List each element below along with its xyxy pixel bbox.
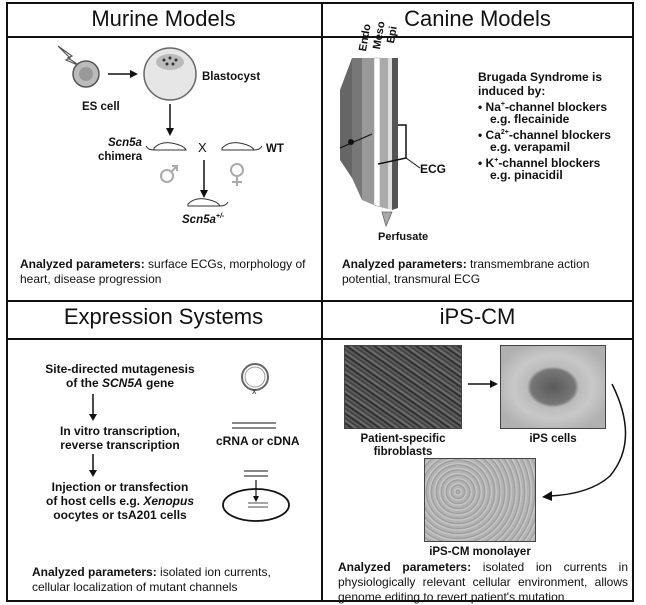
wt-mouse-icon: [221, 142, 263, 151]
monolayer-photo: [424, 458, 536, 542]
crna-label: cRNA or cDNA: [216, 434, 300, 448]
figure-grid: [6, 2, 634, 602]
blocker-ca: • Ca2+-channel blockers: [478, 128, 611, 142]
male-symbol-icon: [160, 165, 178, 183]
arrow-down-icon: [89, 414, 97, 421]
arrow-down-icon: [166, 128, 174, 136]
step1-line1: Site-directed mutagenesis: [45, 362, 195, 376]
ips-cells-photo: [500, 345, 606, 429]
offspring-label: Scn5a+/-: [182, 213, 225, 226]
middle-divider: [8, 300, 632, 302]
arrow-down-icon: [200, 190, 208, 198]
expression-title: Expression Systems: [63, 304, 264, 329]
tissue-wedge: [352, 58, 362, 200]
wt-label: WT: [266, 143, 284, 155]
svg-text:x: x: [252, 386, 257, 396]
fibroblast-label-1: Patient-specific: [360, 433, 446, 445]
cross-symbol: X: [198, 140, 207, 155]
bottom-title-divider: [8, 338, 632, 340]
offspring-mouse-icon: [187, 198, 229, 207]
murine-title: Murine Models: [91, 6, 236, 31]
step3-line3: oocytes or tsA201 cells: [53, 508, 187, 522]
fibroblast-photo: [344, 345, 462, 429]
arrow-left-icon: [542, 491, 552, 501]
chimera-mouse-icon: [145, 142, 187, 151]
monolayer-label: iPS-CM monolayer: [429, 546, 531, 558]
ecg-label: ECG: [420, 162, 447, 176]
oocyte-icon: [222, 488, 290, 522]
blocker-k-example: e.g. pinacidil: [490, 168, 563, 182]
perfusate-label: Perfusate: [378, 231, 429, 243]
chimera-gene-label: Scn5a: [108, 137, 142, 149]
step2-line2: reverse transcription: [60, 438, 180, 452]
ipscm-params: Analyzed parameters: isolated ion curren…: [338, 560, 628, 604]
blocker-ca-example: e.g. verapamil: [490, 140, 571, 154]
vertical-divider: [321, 4, 323, 600]
canine-title: Canine Models: [404, 6, 551, 31]
canine-wedge-diagram: [339, 57, 421, 228]
step3-line1: Injection or transfection: [51, 480, 189, 494]
arrow-right-icon: [130, 70, 138, 78]
brugada-heading-2: induced by:: [478, 84, 546, 98]
es-cell-label: ES cell: [82, 101, 120, 113]
fibroblast-label-2: fibroblasts: [373, 446, 433, 458]
plasmid-icon: x: [241, 363, 269, 396]
arrow-down-icon: [89, 470, 97, 477]
arrow-right-icon: [490, 380, 498, 388]
blocker-na-example: e.g. flecainide: [490, 112, 570, 126]
blocker-k: • K+-channel blockers: [478, 156, 601, 170]
brugada-heading-1: Brugada Syndrome is: [478, 70, 603, 84]
expression-params: Analyzed parameters: isolated ion curren…: [32, 565, 271, 594]
blastocyst-label: Blastocyst: [202, 71, 261, 83]
blocker-na: • Na+-channel blockers: [478, 100, 608, 114]
step2-line1: In vitro transcription,: [59, 424, 180, 438]
step3-line2: of host cells e.g. Xenopus: [45, 494, 195, 508]
perfusate-icon: [381, 211, 393, 228]
expression-diagram: x: [89, 363, 290, 522]
top-title-divider: [8, 36, 632, 38]
chimera-label: chimera: [98, 151, 143, 163]
murine-diagram: [57, 45, 263, 207]
murine-params: Analyzed parameters: surface ECGs, morph…: [20, 257, 306, 286]
ipscm-title: iPS-CM: [439, 304, 516, 329]
arrow-down-icon: [253, 496, 259, 502]
canine-params: Analyzed parameters: transmembrane actio…: [342, 257, 590, 286]
step1-line2: of the SCN5A gene: [65, 376, 175, 390]
ips-cells-label: iPS cells: [529, 433, 577, 445]
female-symbol-icon: [230, 163, 244, 186]
